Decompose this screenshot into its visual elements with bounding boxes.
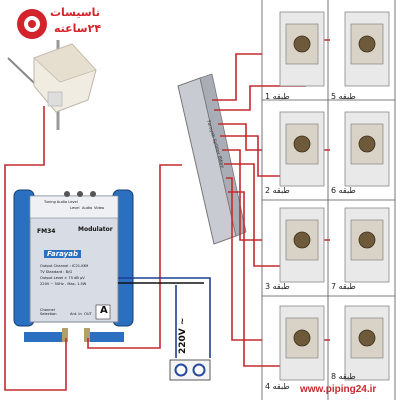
outlet-floor-1 [279, 11, 325, 87]
modulator-spec-4: 220V ~ 50Hz - Max. 1.5W [40, 282, 87, 286]
floor-label-3: طبقه 3 [265, 282, 290, 291]
website-url: www.piping24.ir [300, 384, 377, 395]
splitter [177, 73, 247, 245]
logo-text-line2: ۲۴ساعته [54, 22, 102, 35]
modulator-spec-2: TV Standard : B/G [40, 270, 73, 274]
outlet-floor-2 [279, 111, 325, 187]
building-frame [261, 0, 396, 400]
floor-label-1: طبقه 1 [265, 92, 290, 101]
modulator-spec-1: Output Channel : IC21-K69 [40, 264, 89, 268]
outlet-floor-5 [344, 11, 390, 87]
modulator-label-tuning: Tuning Audio Level [44, 200, 78, 204]
floor-label-5: طبقه 5 [331, 92, 356, 101]
outlet-floor-6 [344, 111, 390, 187]
modulator-label-video: Video [94, 206, 105, 210]
outlet-floor-3 [279, 207, 325, 283]
out-label: OUT [84, 312, 92, 316]
modulator-label-audio: Audio [82, 206, 93, 210]
outlet-floor-8 [344, 305, 390, 381]
antenna [7, 40, 97, 130]
modulator-letter: A [100, 305, 108, 316]
modulator [13, 189, 134, 342]
outlet-floor-7 [344, 207, 390, 283]
power-socket [169, 359, 211, 381]
modulator-brand: Farayab [44, 250, 81, 258]
modulator-title: Modulator [78, 226, 113, 233]
floor-label-4: طبقه 4 [265, 382, 290, 391]
outlet-floor-4 [279, 305, 325, 381]
channel-selection-label: Channel Selection [40, 308, 57, 317]
gear-icon [17, 9, 47, 39]
floor-label-7: طبقه 7 [331, 282, 356, 291]
power-voltage-label: 220V ~ [178, 317, 188, 354]
floor-label-8: طبقه 8 [331, 372, 356, 381]
floor-label-2: طبقه 2 [265, 186, 290, 195]
modulator-model: FM34 [37, 228, 56, 235]
floor-label-6: طبقه 6 [331, 186, 356, 195]
logo-text-line1: تاسیسات [50, 6, 100, 19]
modulator-label-level: Level [70, 206, 80, 210]
ant-in-label: Ant. In [70, 312, 82, 316]
modulator-spec-3: Output Level > 75 dB µV [40, 276, 85, 280]
